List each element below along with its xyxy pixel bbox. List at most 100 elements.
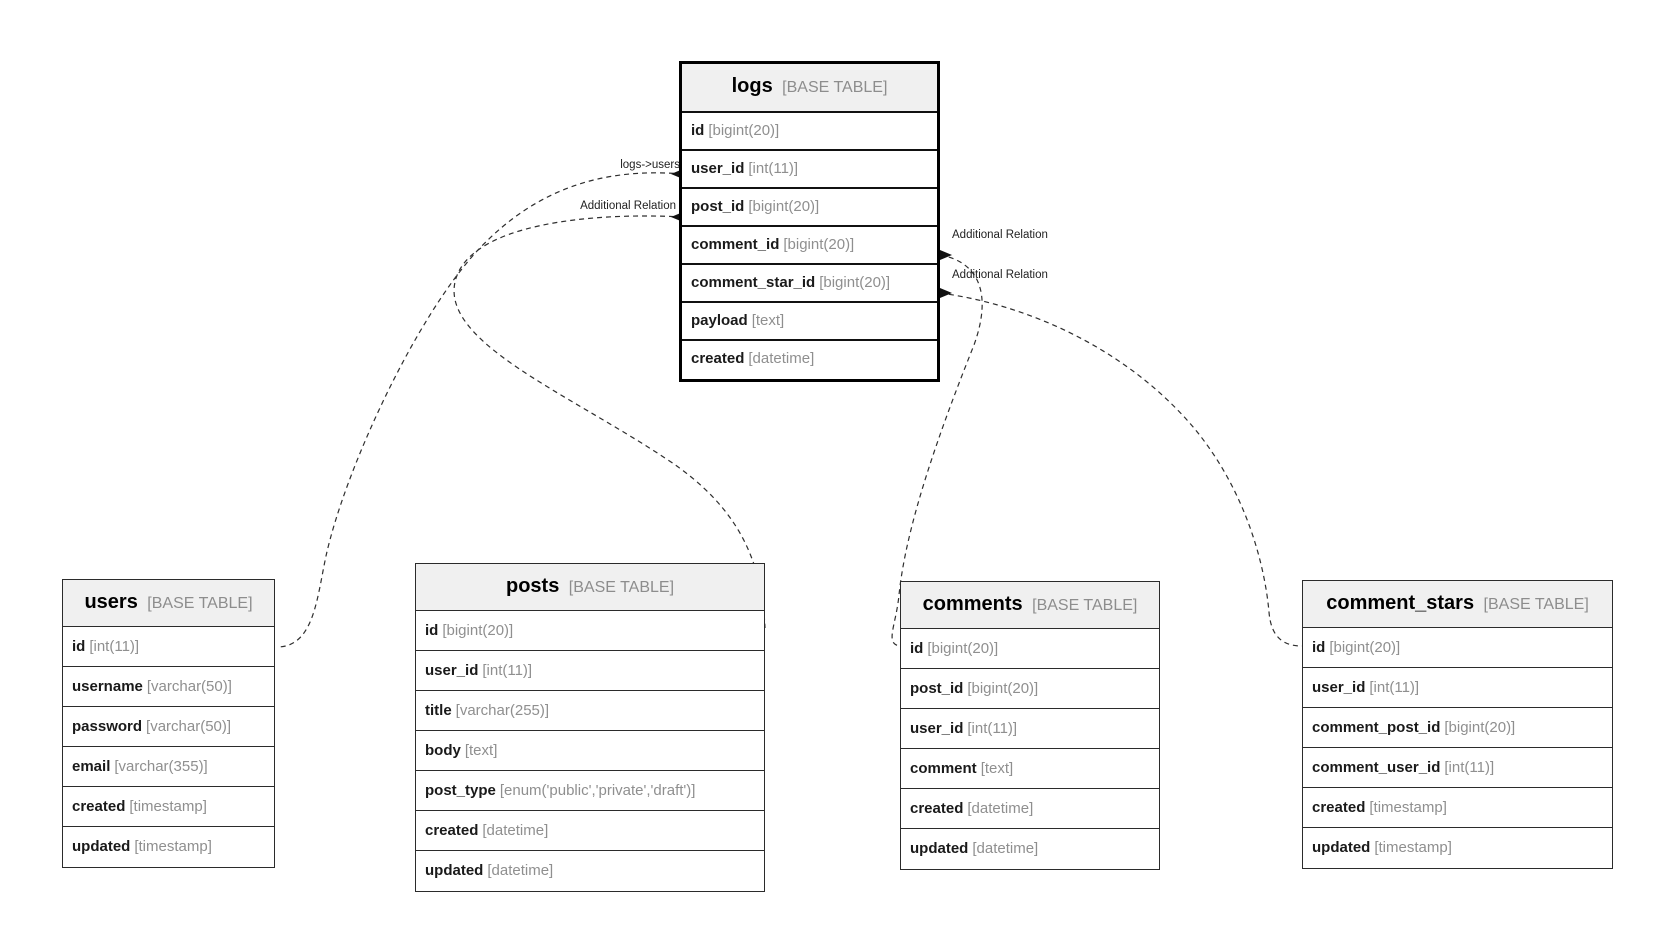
relation-label-logs-comment-stars: Additional Relation: [952, 269, 1048, 281]
table-name: users: [84, 591, 138, 613]
column-type: [timestamp]: [1369, 799, 1447, 816]
column-type: [timestamp]: [129, 798, 207, 815]
table-header: comment_stars [BASE TABLE]: [1303, 581, 1612, 628]
column-row: post_id[bigint(20)]: [682, 189, 937, 227]
column-name: comment_user_id: [1312, 759, 1441, 776]
column-type: [enum('public','private','draft')]: [499, 782, 696, 799]
column-name: created: [425, 822, 479, 839]
relation-label-logs-comments: Additional Relation: [952, 229, 1048, 241]
column-row: user_id[int(11)]: [416, 651, 764, 691]
column-row: id[bigint(20)]: [1303, 628, 1612, 668]
column-type: [bigint(20)]: [967, 680, 1039, 697]
table-posts[interactable]: posts [BASE TABLE] id[bigint(20)] user_i…: [415, 563, 765, 892]
column-name: body: [425, 742, 461, 759]
column-row: comment_user_id[int(11)]: [1303, 748, 1612, 788]
column-row: user_id[int(11)]: [1303, 668, 1612, 708]
column-name: updated: [425, 862, 484, 879]
column-name: comment_id: [691, 236, 780, 253]
column-type: [timestamp]: [134, 838, 212, 855]
column-name: id: [691, 122, 705, 139]
column-row: id[bigint(20)]: [416, 611, 764, 651]
column-name: password: [72, 718, 143, 735]
column-row: comment_id[bigint(20)]: [682, 227, 937, 265]
column-type: [bigint(20)]: [783, 236, 855, 253]
table-header: comments [BASE TABLE]: [901, 582, 1159, 629]
column-row: created[timestamp]: [63, 787, 274, 827]
column-row: id[bigint(20)]: [901, 629, 1159, 669]
table-logs[interactable]: logs [BASE TABLE] id[bigint(20)] user_id…: [679, 61, 940, 382]
column-name: id: [1312, 639, 1326, 656]
column-row: body[text]: [416, 731, 764, 771]
column-type: [bigint(20)]: [442, 622, 514, 639]
column-name: updated: [72, 838, 131, 855]
column-row: user_id[int(11)]: [682, 151, 937, 189]
table-comment-stars[interactable]: comment_stars [BASE TABLE] id[bigint(20)…: [1302, 580, 1613, 869]
table-type-badge: [BASE TABLE]: [1032, 597, 1138, 614]
table-type-badge: [BASE TABLE]: [1483, 596, 1589, 613]
column-row: comment_star_id[bigint(20)]: [682, 265, 937, 303]
table-comments[interactable]: comments [BASE TABLE] id[bigint(20)] pos…: [900, 581, 1160, 870]
column-row: username[varchar(50)]: [63, 667, 274, 707]
column-type: [varchar(50)]: [146, 718, 232, 735]
column-type: [varchar(50)]: [146, 678, 232, 695]
column-name: updated: [910, 840, 969, 857]
column-type: [bigint(20)]: [748, 198, 820, 215]
table-header: posts [BASE TABLE]: [416, 564, 764, 611]
table-type-badge: [BASE TABLE]: [568, 579, 675, 596]
column-row: post_type[enum('public','private','draft…: [416, 771, 764, 811]
column-name: user_id: [691, 160, 745, 177]
column-row: comment[text]: [901, 749, 1159, 789]
column-type: [varchar(255)]: [455, 702, 550, 719]
column-name: created: [72, 798, 126, 815]
column-type: [datetime]: [967, 800, 1034, 817]
column-type: [int(11)]: [89, 638, 140, 655]
table-users[interactable]: users [BASE TABLE] id[int(11)] username[…: [62, 579, 275, 868]
column-type: [bigint(20)]: [927, 640, 999, 657]
column-type: [datetime]: [972, 840, 1039, 857]
column-row: updated[datetime]: [901, 829, 1159, 869]
column-type: [int(11)]: [967, 720, 1018, 737]
column-name: username: [72, 678, 143, 695]
column-type: [datetime]: [482, 822, 549, 839]
column-name: id: [72, 638, 86, 655]
column-row: user_id[int(11)]: [901, 709, 1159, 749]
column-row: created[datetime]: [416, 811, 764, 851]
column-name: email: [72, 758, 111, 775]
column-type: [text]: [980, 760, 1014, 777]
column-type: [bigint(20)]: [1329, 639, 1401, 656]
column-row: id[int(11)]: [63, 627, 274, 667]
column-name: created: [910, 800, 964, 817]
column-name: id: [910, 640, 924, 657]
column-name: created: [691, 350, 745, 367]
column-row: created[datetime]: [901, 789, 1159, 829]
column-row: updated[timestamp]: [1303, 828, 1612, 868]
table-name: comment_stars: [1326, 592, 1475, 614]
column-row: created[timestamp]: [1303, 788, 1612, 828]
column-type: [int(11)]: [482, 662, 533, 679]
column-name: payload: [691, 312, 748, 329]
column-name: comment: [910, 760, 977, 777]
column-type: [bigint(20)]: [708, 122, 780, 139]
column-name: id: [425, 622, 439, 639]
column-name: title: [425, 702, 452, 719]
column-row: title[varchar(255)]: [416, 691, 764, 731]
column-name: comment_post_id: [1312, 719, 1441, 736]
column-type: [int(11)]: [748, 160, 799, 177]
column-name: user_id: [910, 720, 964, 737]
column-type: [int(11)]: [1444, 759, 1495, 776]
column-row: updated[timestamp]: [63, 827, 274, 867]
column-row: email[varchar(355)]: [63, 747, 274, 787]
column-type: [timestamp]: [1374, 839, 1452, 856]
column-row: comment_post_id[bigint(20)]: [1303, 708, 1612, 748]
column-row: payload[text]: [682, 303, 937, 341]
column-type: [bigint(20)]: [1444, 719, 1516, 736]
column-name: created: [1312, 799, 1366, 816]
column-row: password[varchar(50)]: [63, 707, 274, 747]
table-header: logs [BASE TABLE]: [682, 64, 937, 113]
column-name: post_id: [691, 198, 745, 215]
column-name: user_id: [425, 662, 479, 679]
column-type: [datetime]: [748, 350, 815, 367]
column-name: user_id: [1312, 679, 1366, 696]
table-name: posts: [505, 575, 560, 597]
